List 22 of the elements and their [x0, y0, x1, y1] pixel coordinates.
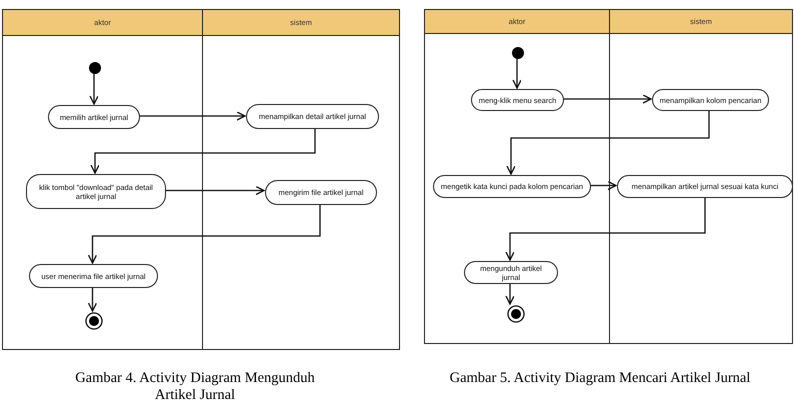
arrow	[512, 57, 522, 89]
figure-caption: Gambar 5. Activity Diagram Mencari Artikel Jurnal	[448, 370, 752, 388]
end-node	[507, 305, 525, 323]
arrow	[505, 283, 515, 305]
arrow	[89, 72, 99, 105]
swimlane	[202, 9, 400, 350]
arrow	[90, 128, 316, 174]
start-node	[89, 61, 101, 73]
swimlane	[609, 9, 793, 344]
arrow	[590, 180, 617, 190]
start-node	[512, 46, 524, 58]
arrow	[88, 287, 98, 312]
end-node	[85, 312, 103, 330]
arrow	[505, 197, 706, 261]
arrow	[563, 94, 652, 104]
arrow	[165, 186, 265, 196]
figure-caption: Gambar 4. Activity Diagram Mengunduh Artikel Jurnal	[74, 370, 316, 405]
swimlane	[2, 9, 203, 350]
arrow	[139, 111, 246, 121]
arrow	[506, 110, 710, 175]
arrow	[88, 204, 321, 264]
swimlane	[424, 9, 610, 344]
